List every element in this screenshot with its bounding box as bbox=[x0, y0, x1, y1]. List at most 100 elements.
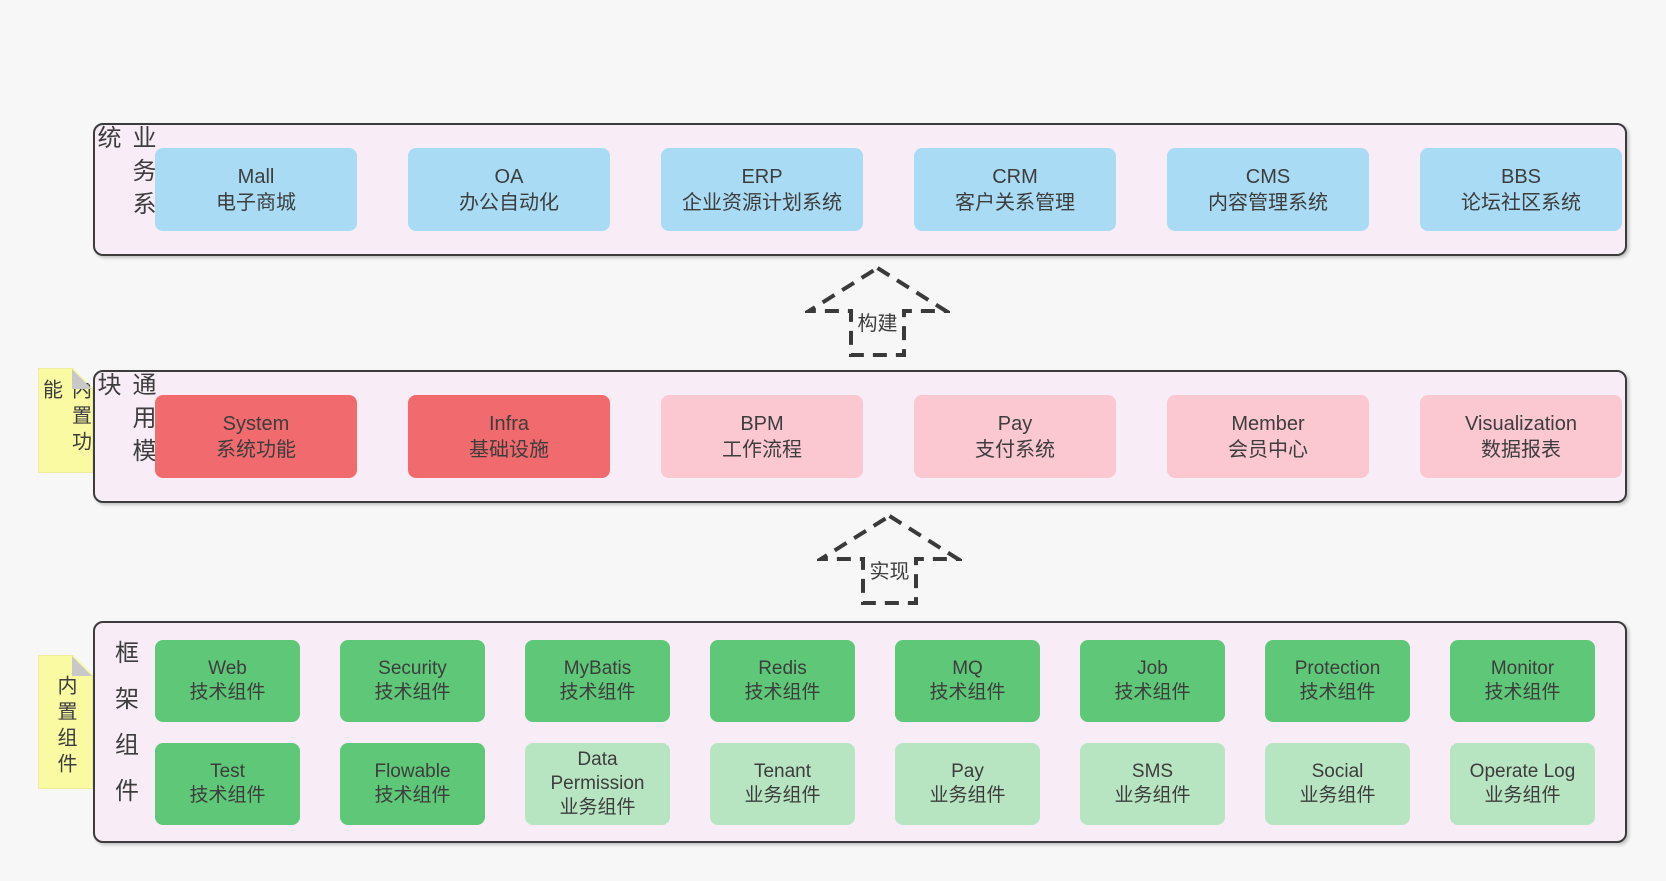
box-name: CMS bbox=[1245, 165, 1291, 188]
band-label: 业务系统 bbox=[93, 125, 155, 224]
box-crm: CRM 客户关系管理 bbox=[914, 148, 1116, 231]
box-desc: 系统功能 bbox=[216, 438, 296, 461]
box-infra: Infra 基础设施 bbox=[408, 395, 610, 478]
box-name: Web bbox=[208, 657, 247, 679]
box-name: BPM bbox=[740, 412, 784, 435]
box-name: Protection bbox=[1294, 657, 1381, 679]
box-name: Operate Log bbox=[1469, 760, 1576, 782]
box-name: BBS bbox=[1500, 165, 1542, 188]
box-bbs: BBS 论坛社区系统 bbox=[1420, 148, 1622, 231]
box-name: Monitor bbox=[1490, 657, 1555, 679]
box-desc: 业务组件 bbox=[1299, 784, 1376, 806]
band-rows: System 系统功能 Infra 基础设施 BPM 工作流程 Pay 支付系统 Member 会… bbox=[155, 372, 1622, 501]
box-bpm: BPM 工作流程 bbox=[661, 395, 863, 478]
sticky-label: 内置功能 bbox=[39, 379, 91, 457]
box-name: Pay bbox=[951, 760, 984, 782]
box-desc: 基础设施 bbox=[469, 438, 549, 461]
box-desc: 技术组件 bbox=[929, 681, 1006, 703]
box-desc: 技术组件 bbox=[189, 784, 266, 806]
arrow-label: 实现 bbox=[865, 554, 914, 585]
band-label: 框架组件 bbox=[110, 640, 138, 824]
box-name: OA bbox=[494, 165, 524, 188]
box-name: Test bbox=[210, 760, 245, 782]
box-name: CRM bbox=[992, 165, 1038, 188]
box-name: Security bbox=[378, 657, 447, 679]
box-desc: 工作流程 bbox=[722, 438, 802, 461]
box-desc: 论坛社区系统 bbox=[1461, 191, 1581, 214]
box-name: Social bbox=[1311, 760, 1364, 782]
box-name: Infra bbox=[488, 412, 530, 435]
box-desc: 电子商城 bbox=[216, 191, 296, 214]
box-pay: Pay 支付系统 bbox=[914, 395, 1116, 478]
box-name: Job bbox=[1137, 657, 1168, 679]
box-desc: 业务组件 bbox=[559, 796, 636, 818]
box-name: System bbox=[222, 412, 290, 435]
box-desc: 技术组件 bbox=[1114, 681, 1191, 703]
band-common-modules: 通用模块 System 系统功能 Infra 基础设施 BPM 工作流程 Pay 支付系统 Me… bbox=[93, 370, 1627, 503]
box-name: MyBatis bbox=[563, 657, 632, 679]
box-desc: 客户关系管理 bbox=[955, 191, 1075, 214]
band-business-systems: 业务系统 Mall 电子商城 OA 办公自动化 ERP 企业资源计划系统 CRM 客户关系管理… bbox=[93, 123, 1627, 256]
box-name: Redis bbox=[758, 657, 807, 679]
box-desc: 数据报表 bbox=[1481, 438, 1561, 461]
band-row: System 系统功能 Infra 基础设施 BPM 工作流程 Pay 支付系统 Member 会… bbox=[155, 395, 1622, 478]
box-name: Data Permission bbox=[550, 748, 645, 794]
box-oa: OA 办公自动化 bbox=[408, 148, 610, 231]
box-name: Member bbox=[1231, 412, 1305, 435]
box-name: Mall bbox=[237, 165, 275, 188]
sticky-note-builtin-components: 内置组件 bbox=[38, 655, 93, 789]
box-name: Tenant bbox=[753, 760, 812, 782]
box-desc: 支付系统 bbox=[975, 438, 1055, 461]
box-desc: 企业资源计划系统 bbox=[682, 191, 842, 214]
arrow-build: 构建 bbox=[805, 264, 950, 359]
box-desc: 会员中心 bbox=[1228, 438, 1308, 461]
dashed-up-arrow-icon bbox=[817, 513, 962, 605]
box-desc: 技术组件 bbox=[374, 681, 451, 703]
sticky-label: 内置组件 bbox=[54, 675, 76, 779]
band-label: 通用模块 bbox=[93, 372, 155, 471]
box-desc: 技术组件 bbox=[374, 784, 451, 806]
box-name: MQ bbox=[952, 657, 983, 679]
box-desc: 办公自动化 bbox=[459, 191, 559, 214]
box-name: Flowable bbox=[374, 760, 451, 782]
arrow-label: 构建 bbox=[853, 306, 902, 337]
box-desc: 技术组件 bbox=[744, 681, 821, 703]
box-desc: 业务组件 bbox=[1114, 784, 1191, 806]
box-desc: 技术组件 bbox=[1484, 681, 1561, 703]
box-desc: 技术组件 bbox=[1299, 681, 1376, 703]
box-desc: 业务组件 bbox=[929, 784, 1006, 806]
box-system: System 系统功能 bbox=[155, 395, 357, 478]
arrow-implement: 实现 bbox=[817, 512, 962, 607]
sticky-note-builtin-features: 内置功能 bbox=[38, 368, 93, 473]
box-desc: 业务组件 bbox=[1484, 784, 1561, 806]
box-name: Pay bbox=[997, 412, 1033, 435]
box-name: SMS bbox=[1131, 760, 1174, 782]
box-desc: 技术组件 bbox=[559, 681, 636, 703]
dashed-up-arrow-icon bbox=[805, 265, 950, 357]
box-erp: ERP 企业资源计划系统 bbox=[661, 148, 863, 231]
box-name: ERP bbox=[741, 165, 783, 188]
